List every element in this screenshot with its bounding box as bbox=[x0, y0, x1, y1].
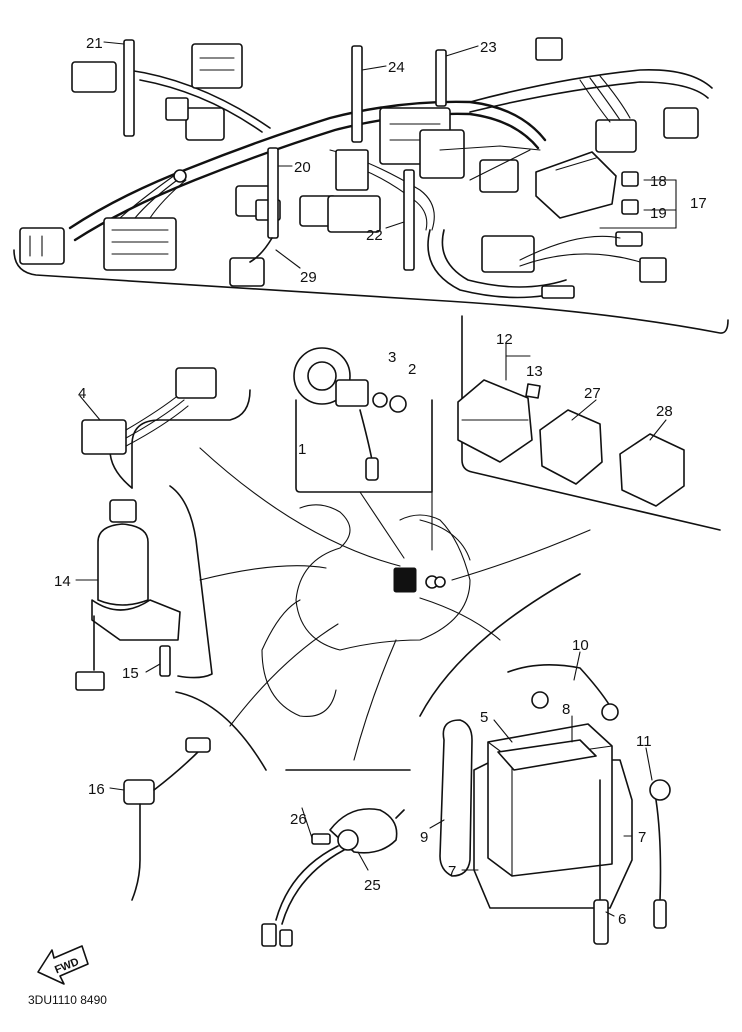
cable-tie-21 bbox=[123, 39, 135, 137]
cable-tie-24 bbox=[351, 45, 363, 143]
fwd-arrow-icon: FWD bbox=[37, 945, 89, 985]
fuse-box bbox=[535, 151, 617, 219]
callout-1: 1 bbox=[298, 441, 306, 458]
callout-16: 16 bbox=[88, 781, 105, 798]
callout-22: 22 bbox=[366, 227, 383, 244]
connector-multi-pin bbox=[103, 217, 177, 271]
callout-5: 5 bbox=[480, 709, 488, 726]
connector-coupler-a bbox=[191, 43, 243, 89]
negative-lead-6 bbox=[593, 899, 609, 945]
callout-26: 26 bbox=[290, 811, 307, 828]
relay-28 bbox=[619, 433, 685, 507]
relay-27 bbox=[539, 409, 603, 485]
fuse-18 bbox=[621, 171, 639, 187]
callout-24: 24 bbox=[388, 59, 405, 76]
callout-13: 13 bbox=[526, 363, 543, 380]
clamp bbox=[173, 169, 187, 183]
nut-3 bbox=[372, 392, 388, 408]
callout-leaders bbox=[75, 41, 677, 917]
drawing-code: 3DU1110 8490 bbox=[28, 993, 107, 1007]
sensor-16 bbox=[123, 737, 211, 901]
callout-14: 14 bbox=[54, 573, 71, 590]
cable-tie-20 bbox=[267, 147, 279, 239]
callout-6: 6 bbox=[618, 911, 626, 928]
callout-7-lower: 7 bbox=[448, 863, 456, 880]
bolt-15 bbox=[159, 645, 171, 677]
callout-4: 4 bbox=[78, 385, 86, 402]
battery-band-9 bbox=[439, 719, 473, 877]
callout-18: 18 bbox=[650, 173, 667, 190]
callout-12: 12 bbox=[496, 331, 513, 348]
clip-13 bbox=[525, 383, 541, 399]
connector-coupler-b bbox=[185, 107, 225, 141]
callout-labels: 21 24 23 20 18 17 19 22 29 3 2 12 13 27 … bbox=[54, 35, 707, 928]
callout-29: 29 bbox=[300, 269, 317, 286]
fuse-19 bbox=[621, 199, 639, 215]
frame-outline bbox=[261, 504, 471, 718]
relay-12 bbox=[457, 379, 533, 463]
positive-lead-11 bbox=[653, 899, 667, 929]
callout-28: 28 bbox=[656, 403, 673, 420]
callout-3: 3 bbox=[388, 349, 396, 366]
cable-tie-23 bbox=[435, 49, 447, 107]
harness-connectors bbox=[19, 37, 699, 299]
callout-15: 15 bbox=[122, 665, 139, 682]
callout-7-upper: 7 bbox=[638, 829, 646, 846]
callout-19: 19 bbox=[650, 205, 667, 222]
battery-strap-8 bbox=[497, 739, 597, 771]
harness-panel bbox=[13, 249, 729, 334]
connector-top-left bbox=[71, 61, 117, 93]
center-leaders bbox=[199, 447, 591, 761]
callout-21: 21 bbox=[86, 35, 103, 52]
switch-25 bbox=[261, 808, 405, 947]
cable-tie-22 bbox=[403, 169, 415, 271]
battery-assembly bbox=[439, 664, 671, 945]
main-switch-1 bbox=[293, 347, 407, 481]
callout-2: 2 bbox=[408, 361, 416, 378]
sub-harness-4 bbox=[81, 367, 217, 455]
callout-20: 20 bbox=[294, 159, 311, 176]
bolt-26 bbox=[311, 833, 331, 845]
central-relay bbox=[393, 567, 417, 593]
callout-11: 11 bbox=[636, 733, 652, 750]
washer-2 bbox=[389, 395, 407, 413]
callout-17: 17 bbox=[690, 195, 707, 212]
callout-8: 8 bbox=[562, 701, 570, 718]
callout-25: 25 bbox=[364, 877, 381, 894]
callout-9: 9 bbox=[420, 829, 428, 846]
callout-23: 23 bbox=[480, 39, 497, 56]
callout-10: 10 bbox=[572, 637, 589, 654]
callout-27: 27 bbox=[584, 385, 601, 402]
relays bbox=[457, 379, 685, 507]
ignition-switch-14 bbox=[75, 499, 181, 691]
